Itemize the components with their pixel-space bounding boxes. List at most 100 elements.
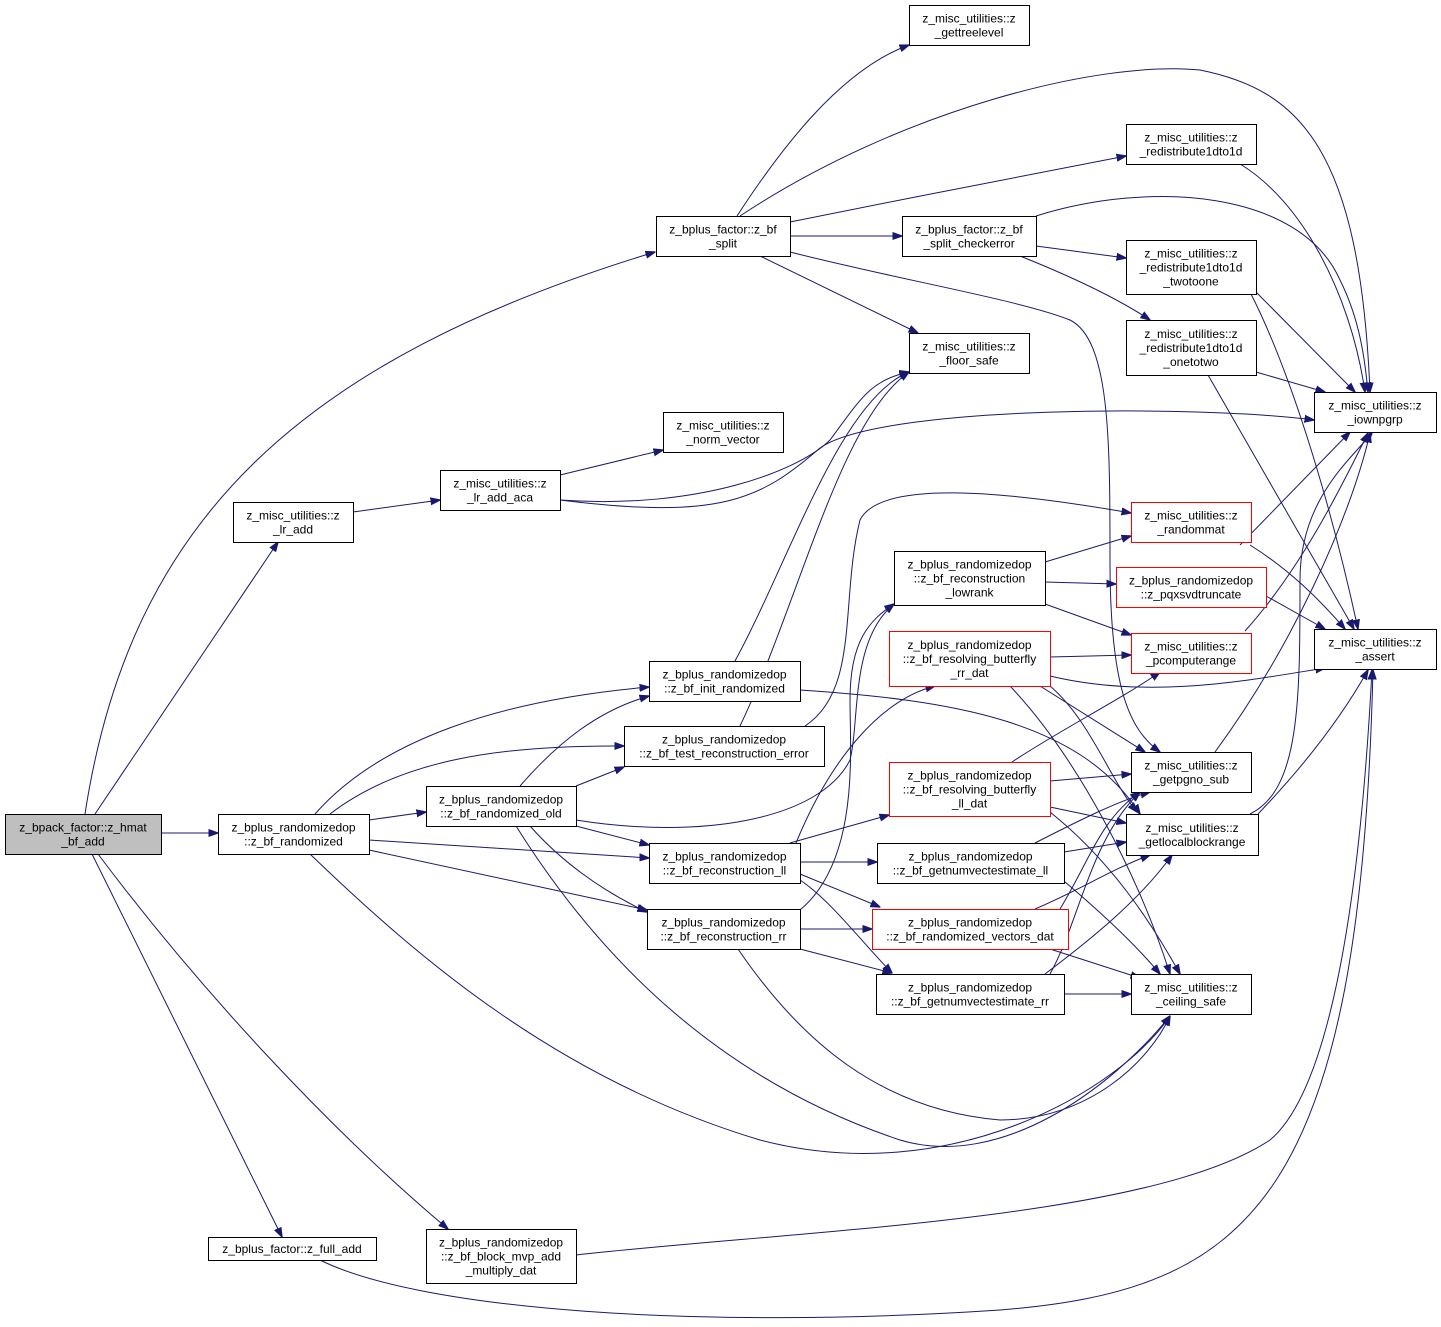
edge-redistribute-iownpgrp [1239, 163, 1365, 392]
edge-twotoone-iownpgrp [1255, 291, 1355, 392]
node-gettreelevel[interactable]: z_misc_utilities::z_gettreelevel [909, 5, 1030, 46]
edge-getnumvect-rr-getlocal [1044, 855, 1172, 975]
node-redistribute-onetotwo[interactable]: z_misc_utilities::z_redistribute1dto1d_o… [1126, 320, 1257, 376]
node-label-line: z_misc_utilities::z [1144, 247, 1237, 261]
node-bf-randomized[interactable]: z_bplus_randomizedop::z_bf_randomized [218, 814, 370, 855]
node-getlocalblockrange[interactable]: z_misc_utilities::z_getlocalblockrange [1126, 814, 1259, 856]
node-label-line: ::z_pqxsvdtruncate [1141, 588, 1242, 602]
node-label-line: _gettreelevel [934, 26, 1004, 40]
node-label-line: z_bplus_randomizedop [907, 769, 1031, 783]
edge-randomized-test-error [329, 746, 624, 815]
node-label-line: _ll_dat [951, 797, 988, 811]
edge-rr-ceiling [737, 948, 1170, 1121]
node-resolving-butterfly-ll[interactable]: z_bplus_randomizedop::z_bf_resolving_but… [889, 762, 1051, 817]
node-label-line: ::z_bf_getnumvectestimate_ll [893, 864, 1048, 878]
node-label-line: z_misc_utilities::z [922, 12, 1015, 26]
edge-checkerror-onetotwo [1019, 255, 1150, 320]
node-lr-add[interactable]: z_misc_utilities::z_lr_add [233, 502, 354, 543]
edge-old-init [519, 696, 649, 787]
node-label-line: z_misc_utilities::z [1144, 509, 1237, 523]
node-randommat[interactable]: z_misc_utilities::z_randommat [1131, 502, 1252, 543]
node-label-line: z_misc_utilities::z [246, 509, 339, 523]
edge-vectors-ceiling [1049, 948, 1140, 978]
node-floor-safe[interactable]: z_misc_utilities::z_floor_safe [909, 333, 1030, 374]
edge-onetotwo-iownpgrp [1255, 371, 1325, 392]
node-label-line: z_bplus_randomizedop [908, 981, 1032, 995]
node-iownpgrp[interactable]: z_misc_utilities::z_iownpgrp [1314, 392, 1437, 433]
edge-ll-randomized-vectors [799, 873, 880, 907]
node-randomized-old[interactable]: z_bplus_randomizedop::z_bf_randomized_ol… [426, 786, 577, 827]
edge-onetotwo-assert [1207, 374, 1354, 629]
edge-ll-getnumvect-rr [799, 879, 892, 973]
node-label-line: _randommat [1156, 523, 1225, 537]
node-lr-add-aca[interactable]: z_misc_utilities::z_lr_add_aca [440, 470, 561, 511]
node-label-line: _pcomputerange [1145, 654, 1236, 668]
edge-resolving-rr-assert [1049, 668, 1325, 688]
edge-resolving-ll-getlocal [1049, 806, 1126, 823]
node-label-line: ::z_bf_init_randomized [664, 682, 785, 696]
edge-getlocal-assert [1257, 670, 1368, 815]
node-label-line: _iownpgrp [1346, 413, 1403, 427]
node-reconstruction-ll[interactable]: z_bplus_randomizedop::z_bf_reconstructio… [649, 843, 801, 884]
edge-split-floor-safe [759, 255, 918, 333]
node-label-line: _redistribute1dto1d [1139, 341, 1243, 355]
node-reconstruction-rr[interactable]: z_bplus_randomizedop::z_bf_reconstructio… [647, 909, 801, 950]
edge-resolving-rr-pcomputerange [1049, 655, 1131, 657]
node-block-mvp[interactable]: z_bplus_randomizedop::z_bf_block_mvp_add… [426, 1229, 577, 1284]
node-label-line: _floor_safe [938, 354, 999, 368]
node-pqxsvdtruncate[interactable]: z_bplus_randomizedop::z_pqxsvdtruncate [1116, 567, 1267, 608]
node-label-line: z_bplus_randomizedop [231, 821, 355, 835]
edge-init-getlocal [799, 689, 1140, 814]
edge-old-ceiling [515, 825, 1170, 1147]
node-pcomputerange[interactable]: z_misc_utilities::z_pcomputerange [1131, 633, 1252, 674]
node-label-line: z_bplus_randomizedop [661, 916, 785, 930]
node-label-line: z_bplus_randomizedop [907, 638, 1031, 652]
node-label-line: ::z_bf_randomized_old [440, 807, 561, 821]
edge-randommat-assert [1249, 544, 1345, 629]
node-split-checkerror[interactable]: z_bplus_factor::z_bf_split_checkerror [902, 216, 1037, 257]
node-ceiling-safe[interactable]: z_misc_utilities::z_ceiling_safe [1131, 974, 1252, 1015]
node-label-line: ::z_bf_randomized_vectors_dat [886, 930, 1054, 944]
node-reconstruction-lowrank[interactable]: z_bplus_randomizedop::z_bf_reconstructio… [894, 551, 1046, 606]
node-getnumvectestimate-ll[interactable]: z_bplus_randomizedop::z_bf_getnumvectest… [877, 843, 1065, 884]
node-getnumvectestimate-rr[interactable]: z_bplus_randomizedop::z_bf_getnumvectest… [876, 974, 1065, 1015]
node-redistribute-twotoone[interactable]: z_misc_utilities::z_redistribute1dto1d_t… [1126, 240, 1257, 295]
node-redistribute1dto1d[interactable]: z_misc_utilities::z_redistribute1dto1d [1126, 124, 1257, 165]
edge-getnumvect-ll-getlocal [1063, 842, 1126, 853]
node-getpgno-sub[interactable]: z_misc_utilities::z_getpgno_sub [1131, 752, 1252, 793]
node-label-line: z_misc_utilities::z [1144, 981, 1237, 995]
node-full-add[interactable]: z_bplus_factor::z_full_add [208, 1237, 377, 1261]
node-label-line: z_bplus_randomizedop [662, 668, 786, 682]
node-label-line: _ceiling_safe [1155, 995, 1226, 1009]
node-test-reconstruction-error[interactable]: z_bplus_randomizedop::z_bf_test_reconstr… [624, 726, 825, 767]
node-label-line: ::z_bf_block_mvp_add [441, 1250, 561, 1264]
node-resolving-butterfly-rr[interactable]: z_bplus_randomizedop::z_bf_resolving_but… [889, 631, 1051, 687]
edge-old-recon-ll [575, 825, 649, 845]
node-bf-split[interactable]: z_bplus_factor::z_bf_split [656, 216, 791, 257]
node-init-randomized[interactable]: z_bplus_randomizedop::z_bf_init_randomiz… [649, 661, 801, 702]
node-label-line: _redistribute1dto1d [1139, 261, 1243, 275]
edge-old-lowrank [575, 604, 894, 828]
node-randomized-vectors-dat[interactable]: z_bplus_randomizedop::z_bf_randomized_ve… [872, 909, 1069, 950]
node-label-line: _getlocalblockrange [1138, 835, 1246, 849]
edge-resolving-ll-pcomputerange [1011, 672, 1160, 763]
node-label-line: z_misc_utilities::z [1144, 640, 1237, 654]
edge-randomized-ceiling [309, 853, 1170, 1154]
edge-test-randommat [804, 492, 1131, 727]
edge-randomized-recon-rr [368, 849, 647, 910]
edge-hmat-bf-split [84, 252, 655, 815]
edge-hmat-lr-add [94, 542, 278, 815]
edge-hmat-block-mvp [97, 853, 448, 1229]
edge-resolving-rr-getpgno [1039, 685, 1145, 752]
node-label-line: _onetotwo [1162, 355, 1219, 369]
edge-randomized-old [368, 812, 426, 821]
edge-resolving-rr-getlocal [1049, 685, 1137, 812]
node-label-line: z_bplus_randomizedop [662, 733, 786, 747]
edge-rr-lowrank [799, 604, 894, 911]
node-assert[interactable]: z_misc_utilities::z_assert [1314, 629, 1437, 670]
node-norm-vector[interactable]: z_misc_utilities::z_norm_vector [663, 412, 784, 453]
node-label-line: ::z_bf_reconstruction [914, 572, 1025, 586]
node-label-line: _lr_add_aca [466, 491, 533, 505]
node-label-line: _multiply_dat [465, 1264, 537, 1278]
edge-lowrank-pqxsvd [1044, 582, 1116, 584]
